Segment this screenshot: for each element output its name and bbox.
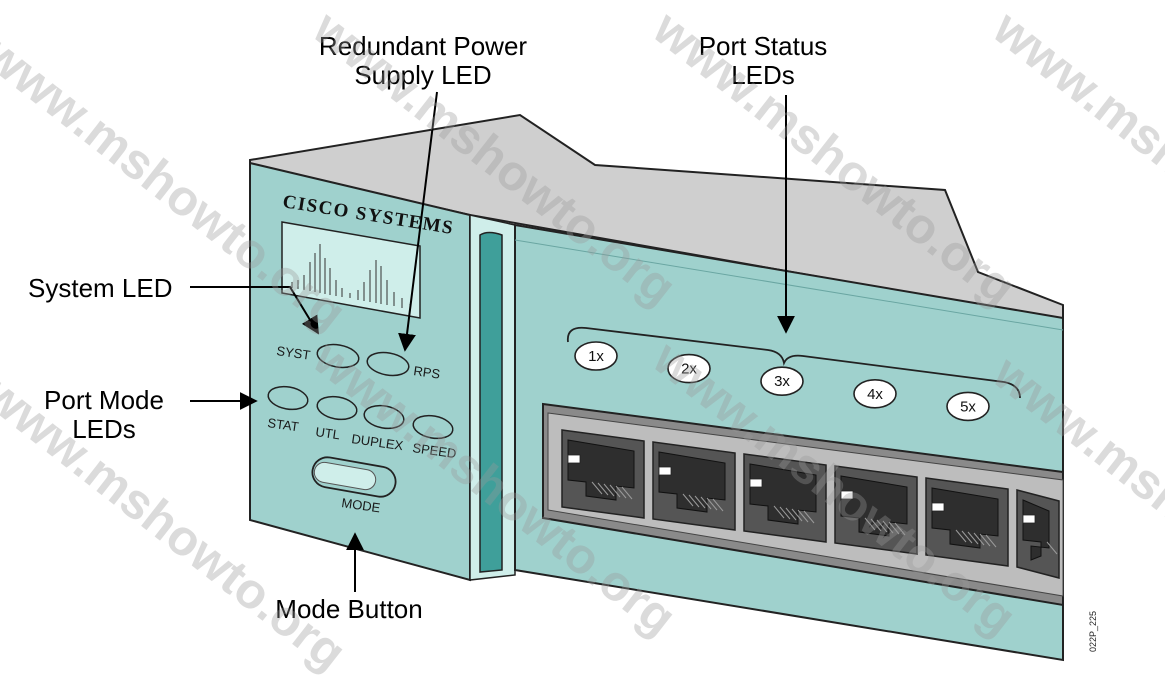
callout-port-status-line2: LEDs (731, 60, 795, 90)
mode-button[interactable] (310, 455, 398, 499)
speed-led (412, 414, 454, 440)
rj45-port[interactable] (1016, 489, 1060, 579)
callout-port-status-line1: Port Status (699, 31, 828, 61)
stat-led-label: STAT (267, 415, 300, 434)
syst-led-label: SYST (276, 343, 312, 363)
duplex-led (363, 404, 405, 430)
port-status-led-oval (853, 378, 897, 409)
port-status-led-label: 2x (681, 361, 697, 378)
rps-led (366, 351, 410, 377)
rj45-port[interactable] (561, 429, 645, 519)
rps-led-label: RPS (413, 363, 442, 382)
arrow-system-led (190, 286, 319, 335)
rj45-port[interactable] (834, 465, 918, 555)
bezel-dark-strip (479, 231, 503, 573)
port-status-led: 1x (574, 341, 618, 371)
port-status-led: 3x (760, 366, 804, 397)
arrow-rps (398, 91, 438, 352)
callout-rps-line2: Supply LED (354, 60, 491, 90)
duplex-led-label: DUPLEX (351, 431, 405, 453)
speed-led-label: SPEED (412, 440, 458, 461)
callout-rps-line1: Redundant Power (319, 31, 527, 61)
utl-led-label: UTL (315, 424, 341, 442)
port-status-brace (566, 326, 1021, 399)
figure-id: 022P_225 (1088, 611, 1098, 652)
rj45-link-led (749, 478, 763, 488)
stat-led (267, 385, 309, 411)
port-status-led-label: 1x (588, 348, 604, 365)
port-status-led-oval (574, 341, 618, 371)
callout-mode-button: Mode Button (275, 594, 422, 624)
port-status-led: 5x (946, 391, 990, 422)
callout-port-mode-line1: Port Mode (44, 385, 164, 415)
port-status-led-label: 5x (960, 398, 976, 415)
utl-led (316, 395, 358, 421)
rj45-link-led (931, 502, 945, 512)
rj45-port[interactable] (652, 441, 736, 531)
syst-led (316, 343, 360, 369)
port-status-leds: 1x 2x 3x 4x 5x (574, 341, 990, 422)
port-status-led-oval (667, 353, 711, 384)
port-status-led-oval (946, 391, 990, 422)
rj45-link-led (658, 466, 672, 476)
rj45-link-led (567, 454, 581, 464)
logo-graph-box (281, 221, 421, 319)
rj45-port[interactable] (925, 477, 1009, 567)
rj45-link-led (1022, 514, 1036, 524)
port-status-led-label: 3x (774, 373, 790, 390)
port-status-led: 4x (853, 378, 897, 409)
callout-port-mode-line2: LEDs (72, 414, 136, 444)
front-panel-inner-edge (514, 239, 1064, 331)
mode-button-label: MODE (341, 495, 382, 515)
port-status-led: 2x (667, 353, 711, 384)
rj45-ports (561, 429, 1060, 579)
port-status-led-label: 4x (867, 386, 883, 403)
rj45-link-led (840, 490, 854, 500)
port-status-led-oval (760, 366, 804, 397)
rj45-port[interactable] (743, 453, 827, 543)
callout-system-led: System LED (28, 273, 173, 303)
